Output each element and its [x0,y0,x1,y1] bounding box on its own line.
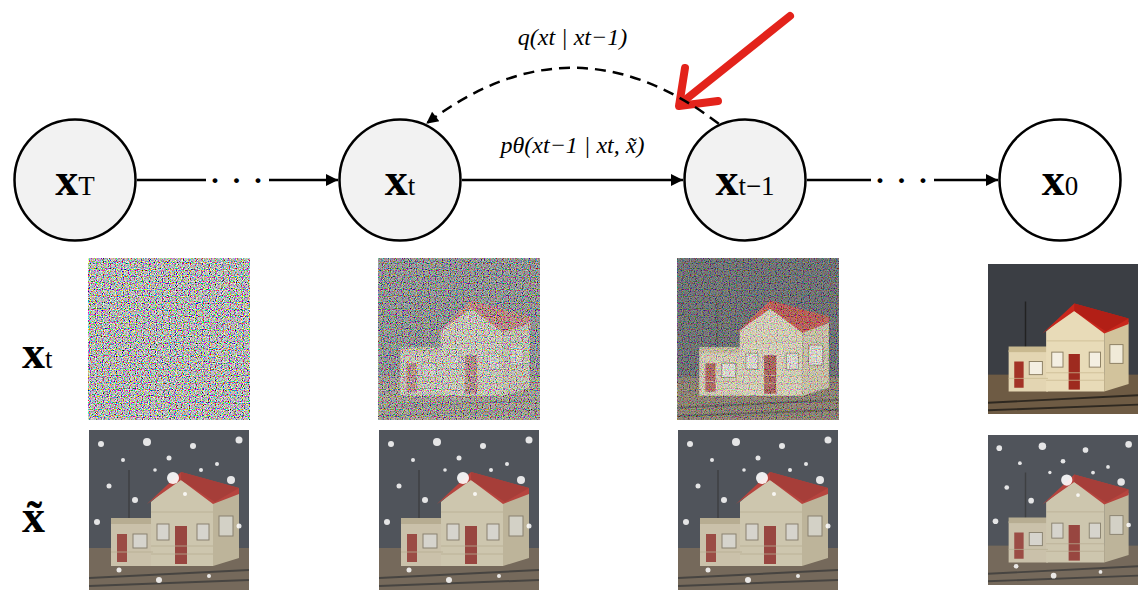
snowy-input [379,430,539,590]
row-label: x̃ [22,494,45,540]
state-label: xt [385,157,416,203]
row-label: xt [22,330,53,376]
state-label: xT [55,157,95,203]
ellipsis-label: · · · [206,163,269,198]
circle-shape [340,120,461,241]
state-circle: xt [338,118,462,242]
circle-shape [15,120,136,241]
noisy-sample-2 [378,258,540,420]
red-pointer-arrow [679,16,790,106]
ellipsis-label: · · · [871,163,934,198]
edge-label: pθ(xt−1 | xt, x̃) [497,132,649,160]
transition-arrow [462,179,683,182]
state-label: xt−1 [715,157,774,203]
state-label: x0 [1042,157,1079,203]
circle-shape [685,120,806,241]
clean-sample [988,264,1138,414]
state-circle: xT [13,118,137,242]
snowy-input [678,430,838,590]
state-circle: x0 [998,118,1122,242]
dashed-process-arrow [426,68,719,124]
noisy-sample-3 [677,258,839,420]
circle-shape [1000,120,1121,241]
state-circle: xt−1 [683,118,807,242]
noisy-sample-1 [88,258,250,420]
snowy-input [988,435,1138,585]
edge-label: q(xt | xt−1) [514,24,631,52]
snowy-input [89,430,249,590]
